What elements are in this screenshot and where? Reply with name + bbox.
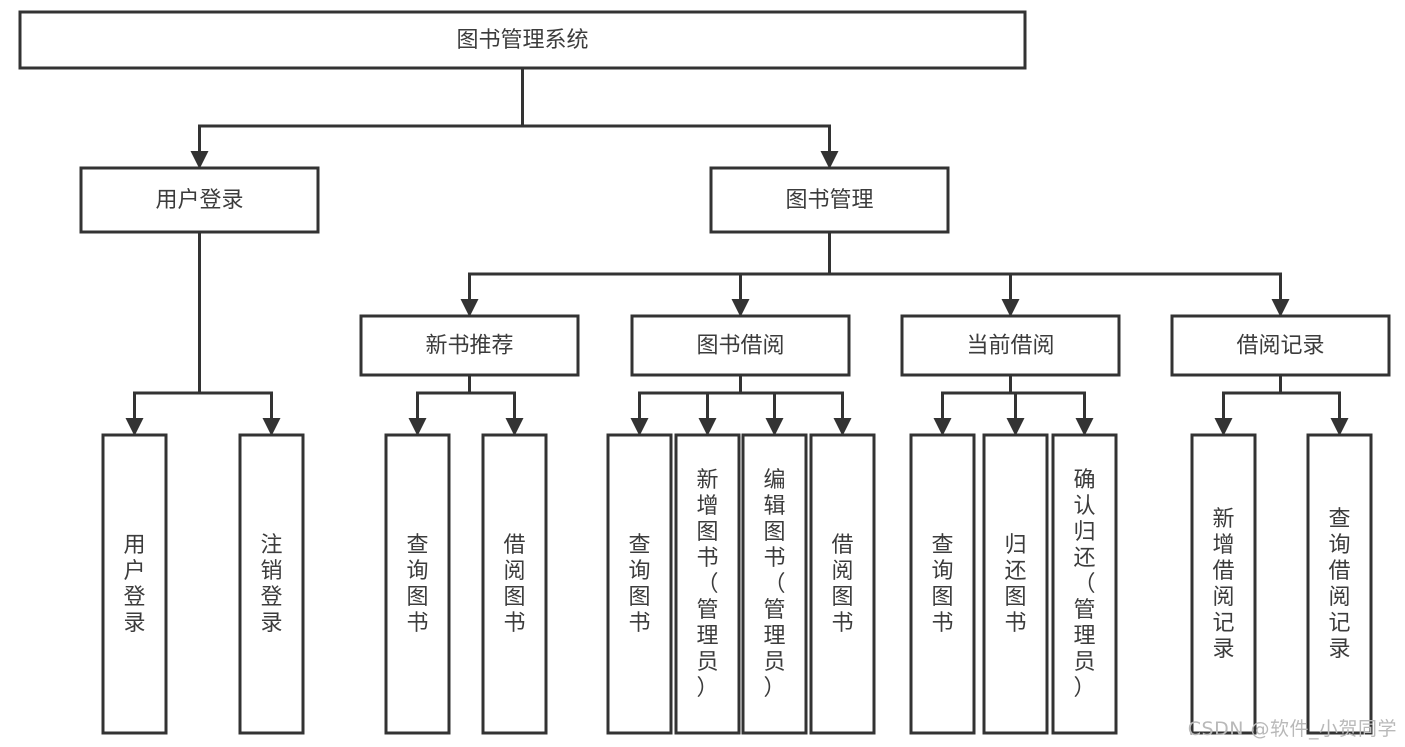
arrow-head-icon — [1075, 418, 1094, 436]
node-label-leaf-borrow-book-1: 借阅图书 — [503, 533, 525, 636]
node-box-book-manage — [709, 166, 950, 234]
arrow-head-icon — [698, 418, 717, 436]
node-box-book-borrow — [630, 314, 851, 377]
edge-group-from-current-borrow — [933, 373, 1094, 436]
node-leaf-add-book[interactable]: 新增图书（管理员） — [674, 433, 741, 735]
node-leaf-query-book-2[interactable]: 查询图书 — [606, 433, 673, 735]
node-leaf-edit-book[interactable]: 编辑图书（管理员） — [741, 433, 808, 735]
node-label-current-borrow: 当前借阅 — [966, 334, 1054, 359]
node-leaf-query-record[interactable]: 查询借阅记录 — [1306, 433, 1373, 735]
arrow-head-icon — [1271, 299, 1290, 317]
node-box-leaf-borrow-book-2 — [809, 433, 876, 735]
node-box-leaf-query-book-2 — [606, 433, 673, 735]
connector-edges-layer — [125, 66, 1349, 436]
node-root[interactable]: 图书管理系统 — [18, 10, 1027, 70]
node-label-leaf-query-book-3: 查询图书 — [931, 533, 953, 636]
node-box-leaf-return-book — [982, 433, 1049, 735]
node-box-leaf-query-book-1 — [384, 433, 451, 735]
arrow-head-icon — [630, 418, 649, 436]
edge-group-from-new-book-rec — [408, 373, 524, 436]
node-label-leaf-add-record: 新增借阅记录 — [1212, 507, 1234, 662]
edge-group-from-book-borrow — [630, 373, 852, 436]
node-label-leaf-confirm-return: 确认归还（管理员） — [1073, 468, 1095, 701]
node-leaf-add-record[interactable]: 新增借阅记录 — [1190, 433, 1257, 735]
node-box-leaf-edit-book — [741, 433, 808, 735]
node-label-user-login: 用户登录 — [155, 188, 243, 213]
node-label-book-borrow: 图书借阅 — [696, 334, 784, 359]
arrow-head-icon — [408, 418, 427, 436]
arrow-head-icon — [505, 418, 524, 436]
node-box-leaf-logout — [238, 433, 305, 735]
node-leaf-logout[interactable]: 注销登录 — [238, 433, 305, 735]
arrow-head-icon — [125, 418, 144, 436]
node-label-book-manage: 图书管理 — [785, 188, 873, 213]
node-label-leaf-logout: 注销登录 — [260, 533, 282, 636]
node-box-leaf-query-record — [1306, 433, 1373, 735]
node-label-leaf-edit-book: 编辑图书（管理员） — [763, 468, 785, 701]
node-label-leaf-add-book: 新增图书（管理员） — [696, 468, 718, 701]
arrow-head-icon — [820, 151, 839, 169]
node-label-leaf-user-login: 用户登录 — [123, 533, 145, 636]
node-box-current-borrow — [900, 314, 1121, 377]
node-leaf-borrow-book-1[interactable]: 借阅图书 — [481, 433, 548, 735]
edge-group-from-root — [190, 66, 839, 169]
node-box-leaf-add-book — [674, 433, 741, 735]
arrow-head-icon — [731, 299, 750, 317]
node-box-borrow-record — [1170, 314, 1391, 377]
node-box-leaf-user-login — [101, 433, 168, 735]
edge-group-from-book-manage — [460, 230, 1290, 317]
node-leaf-query-book-3[interactable]: 查询图书 — [909, 433, 976, 735]
node-label-leaf-borrow-book-2: 借阅图书 — [831, 533, 853, 636]
node-borrow-record[interactable]: 借阅记录 — [1170, 314, 1391, 377]
arrow-head-icon — [1006, 418, 1025, 436]
arrow-head-icon — [933, 418, 952, 436]
node-label-leaf-query-book-1: 查询图书 — [406, 533, 428, 636]
node-leaf-query-book-1[interactable]: 查询图书 — [384, 433, 451, 735]
arrow-head-icon — [460, 299, 479, 317]
node-label-root: 图书管理系统 — [456, 28, 588, 53]
node-leaf-borrow-book-2[interactable]: 借阅图书 — [809, 433, 876, 735]
arrow-head-icon — [1330, 418, 1349, 436]
edge-group-from-user-login — [125, 230, 281, 436]
node-box-user-login — [79, 166, 320, 234]
node-label-leaf-query-record: 查询借阅记录 — [1328, 507, 1350, 662]
node-box-leaf-confirm-return — [1051, 433, 1118, 735]
arrow-head-icon — [833, 418, 852, 436]
arrow-head-icon — [190, 151, 209, 169]
node-label-leaf-return-book: 归还图书 — [1004, 533, 1026, 636]
node-book-borrow[interactable]: 图书借阅 — [630, 314, 851, 377]
node-new-book-rec[interactable]: 新书推荐 — [359, 314, 580, 377]
node-boxes-layer: 图书管理系统用户登录图书管理新书推荐图书借阅当前借阅借阅记录用户登录注销登录查询… — [18, 10, 1391, 735]
node-book-manage[interactable]: 图书管理 — [709, 166, 950, 234]
node-box-leaf-query-book-3 — [909, 433, 976, 735]
node-box-leaf-add-record — [1190, 433, 1257, 735]
arrow-head-icon — [262, 418, 281, 436]
edge-group-from-borrow-record — [1214, 373, 1349, 436]
node-label-leaf-query-book-2: 查询图书 — [628, 533, 650, 636]
node-leaf-confirm-return[interactable]: 确认归还（管理员） — [1051, 433, 1118, 735]
node-current-borrow[interactable]: 当前借阅 — [900, 314, 1121, 377]
node-label-new-book-rec: 新书推荐 — [425, 334, 513, 359]
node-label-borrow-record: 借阅记录 — [1236, 334, 1324, 359]
arrow-head-icon — [1001, 299, 1020, 317]
node-box-leaf-borrow-book-1 — [481, 433, 548, 735]
node-box-root — [18, 10, 1027, 70]
arrow-head-icon — [1214, 418, 1233, 436]
node-box-new-book-rec — [359, 314, 580, 377]
arrow-head-icon — [765, 418, 784, 436]
csdn-watermark: CSDN @软件_小贺同学 — [1187, 718, 1397, 740]
node-leaf-user-login[interactable]: 用户登录 — [101, 433, 168, 735]
node-user-login[interactable]: 用户登录 — [79, 166, 320, 234]
node-leaf-return-book[interactable]: 归还图书 — [982, 433, 1049, 735]
